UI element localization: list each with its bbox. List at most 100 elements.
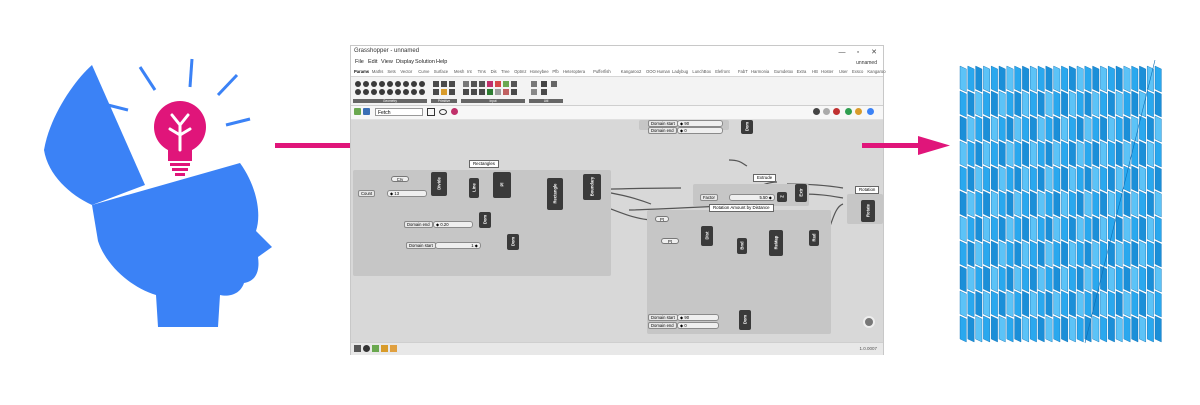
param-pt-1[interactable]: Pt bbox=[655, 216, 669, 222]
preview-selected-icon[interactable] bbox=[855, 108, 862, 115]
tab-heteroptera[interactable]: Heteroptera bbox=[562, 69, 586, 74]
menu-view[interactable]: View bbox=[381, 59, 393, 65]
status-icon-5[interactable] bbox=[390, 345, 397, 352]
status-icon-3[interactable] bbox=[372, 345, 379, 352]
tab-curve[interactable]: Curve bbox=[418, 69, 430, 74]
tab-fabt[interactable]: FabT bbox=[738, 69, 748, 74]
menu-file[interactable]: File bbox=[355, 59, 364, 65]
component-dom-top[interactable]: Dom bbox=[741, 120, 753, 134]
close-button[interactable]: ✕ bbox=[871, 49, 877, 56]
louver-fin bbox=[1084, 140, 1092, 168]
slider-factor[interactable]: Factor 5.50 ◆ bbox=[700, 194, 775, 201]
preview-eye-icon[interactable] bbox=[439, 109, 447, 115]
menu-solution[interactable]: Solution bbox=[415, 59, 435, 65]
component-boundary[interactable]: Boundary bbox=[583, 174, 601, 200]
tab-dis[interactable]: Dis bbox=[490, 69, 497, 74]
component-divide[interactable]: Divide bbox=[431, 172, 447, 196]
display-mode-icon[interactable] bbox=[813, 108, 820, 115]
component-rotate[interactable]: Rotate bbox=[861, 200, 875, 222]
louver-fin bbox=[998, 265, 1006, 293]
tab-hoster[interactable]: Hoster bbox=[821, 69, 834, 74]
preview-mesh-icon[interactable] bbox=[845, 108, 852, 115]
navigation-compass-icon[interactable] bbox=[863, 316, 875, 328]
preview-off-icon[interactable] bbox=[823, 108, 830, 115]
tab-trns[interactable]: Trns bbox=[477, 69, 486, 74]
minimize-button[interactable]: — bbox=[838, 49, 846, 56]
status-icon-2[interactable] bbox=[363, 345, 370, 352]
component-bnd[interactable]: Bnd bbox=[737, 238, 747, 254]
zoom-extents-icon[interactable] bbox=[427, 108, 435, 116]
menu-display[interactable]: Display bbox=[396, 59, 415, 65]
component-z[interactable]: Z bbox=[777, 192, 787, 202]
tab-exsco[interactable]: Exsco bbox=[851, 69, 864, 74]
tab-mesh[interactable]: Mesh bbox=[454, 69, 465, 74]
component-dom-bottom[interactable]: Dom bbox=[739, 310, 751, 330]
component-rad[interactable]: Rad bbox=[809, 230, 819, 246]
slider-domain-end-top[interactable]: Domain end ◆ 0 bbox=[648, 127, 723, 134]
component-pl[interactable]: Pl bbox=[493, 172, 511, 198]
tab-vector[interactable]: Vector bbox=[400, 69, 413, 74]
slider-domain-start[interactable]: Domain start 1 ◆ bbox=[406, 242, 481, 249]
component-rectangle[interactable]: Rectangle bbox=[547, 178, 563, 210]
tab-ladybug[interactable]: Ladybug bbox=[672, 69, 689, 74]
tab-kangaroo[interactable]: Kangaroo bbox=[867, 69, 886, 74]
bake-icon[interactable] bbox=[451, 108, 458, 115]
component-line[interactable]: Line bbox=[469, 178, 479, 198]
tab-honeybee[interactable]: Honeybee bbox=[529, 69, 549, 74]
tab-params[interactable]: Params bbox=[354, 69, 370, 74]
status-icon-4[interactable] bbox=[381, 345, 388, 352]
menu-edit[interactable]: Edit bbox=[368, 59, 378, 65]
slider-domain-start-bottom[interactable]: Domain start ◆ 90 bbox=[648, 314, 719, 321]
tab-elefront[interactable]: Elefront bbox=[715, 69, 730, 74]
slider-domain-end[interactable]: Domain end ◆ 0.20 bbox=[404, 221, 473, 228]
component-remap[interactable]: ReMap bbox=[769, 230, 783, 256]
tab-ooo[interactable]: OOO bbox=[646, 69, 656, 74]
preview-shaded-icon[interactable] bbox=[833, 108, 840, 115]
zoom-dropdown[interactable]: Fetch bbox=[375, 108, 423, 116]
louver-fin bbox=[983, 265, 990, 293]
component-dom-2[interactable]: Dom bbox=[507, 234, 519, 250]
tab-human[interactable]: Human bbox=[656, 69, 671, 74]
slider-domain-start-top[interactable]: Domain start ◆ 90 bbox=[648, 120, 723, 127]
status-icon-1[interactable] bbox=[354, 345, 361, 352]
tab-extra[interactable]: Extra bbox=[796, 69, 807, 74]
maximize-button[interactable]: ▫ bbox=[856, 49, 860, 56]
louver-fin bbox=[1045, 215, 1053, 243]
louver-fin bbox=[1029, 315, 1037, 343]
tab-user[interactable]: User bbox=[838, 69, 848, 74]
tab-kangaroo2[interactable]: Kangaroo2 bbox=[620, 69, 642, 74]
tab-sets[interactable]: Sets bbox=[387, 69, 396, 74]
preview-quality-icon[interactable] bbox=[867, 108, 874, 115]
definition-canvas[interactable]: Domain start ◆ 90 Domain end ◆ 0 Dom Rec… bbox=[351, 120, 883, 342]
tab-hb[interactable]: HB bbox=[812, 69, 818, 74]
louver-fin bbox=[967, 265, 975, 293]
tab-gumdetox[interactable]: Gumdetox bbox=[773, 69, 794, 74]
menu-help[interactable]: Help bbox=[436, 59, 448, 65]
slider-domain-end-bottom[interactable]: Domain end ◆ 0 bbox=[648, 322, 719, 329]
louver-fin bbox=[1154, 165, 1162, 193]
tab-surface[interactable]: Surface bbox=[433, 69, 449, 74]
louver-fin bbox=[1100, 290, 1107, 318]
component-extr[interactable]: Extr bbox=[795, 184, 807, 202]
param-pt-2[interactable]: Pt bbox=[661, 238, 679, 244]
tab-harmonia[interactable]: Harmonia bbox=[751, 69, 770, 74]
louver-fin bbox=[1053, 65, 1061, 93]
louver-fin bbox=[1029, 190, 1037, 218]
component-dist[interactable]: Dist bbox=[701, 226, 713, 246]
louver-fin bbox=[1107, 115, 1115, 143]
slider-count[interactable]: Count ◆ 13 bbox=[358, 190, 427, 197]
louver-fin bbox=[1037, 215, 1045, 243]
tab-optmz[interactable]: Optmz bbox=[514, 69, 527, 74]
louver-fin bbox=[1107, 90, 1115, 118]
tab-pufferfish[interactable]: Pufferfish bbox=[593, 69, 611, 74]
tab-maths[interactable]: Maths bbox=[371, 69, 384, 74]
tab-pfb[interactable]: Pfb bbox=[552, 69, 559, 74]
open-file-icon[interactable] bbox=[354, 108, 361, 115]
tab-lunchbox[interactable]: LunchBox bbox=[692, 69, 712, 74]
component-dom-1[interactable]: Dom bbox=[479, 212, 491, 228]
tab-tree[interactable]: Tree bbox=[501, 69, 510, 74]
save-file-icon[interactable] bbox=[363, 108, 370, 115]
param-crv[interactable]: Crv bbox=[391, 176, 409, 182]
tab-int[interactable]: Int bbox=[467, 69, 472, 74]
lightbulb-icon bbox=[154, 101, 206, 176]
